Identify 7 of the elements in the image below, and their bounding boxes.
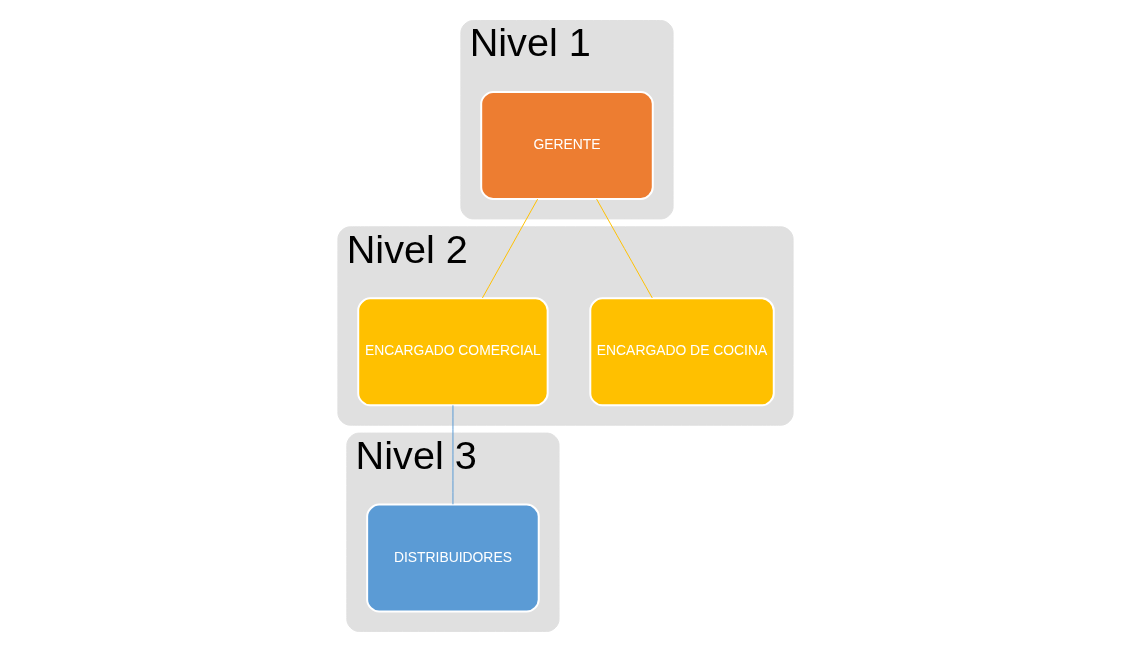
node-box: ENCARGADO COMERCIAL [356, 297, 549, 407]
connector [481, 198, 538, 299]
connector [595, 198, 653, 299]
node-box: GERENTE [479, 90, 654, 201]
node-box: DISTRIBUIDORES [365, 503, 540, 613]
connector [451, 404, 453, 505]
node-box: ENCARGADO DE COCINA [588, 297, 775, 407]
